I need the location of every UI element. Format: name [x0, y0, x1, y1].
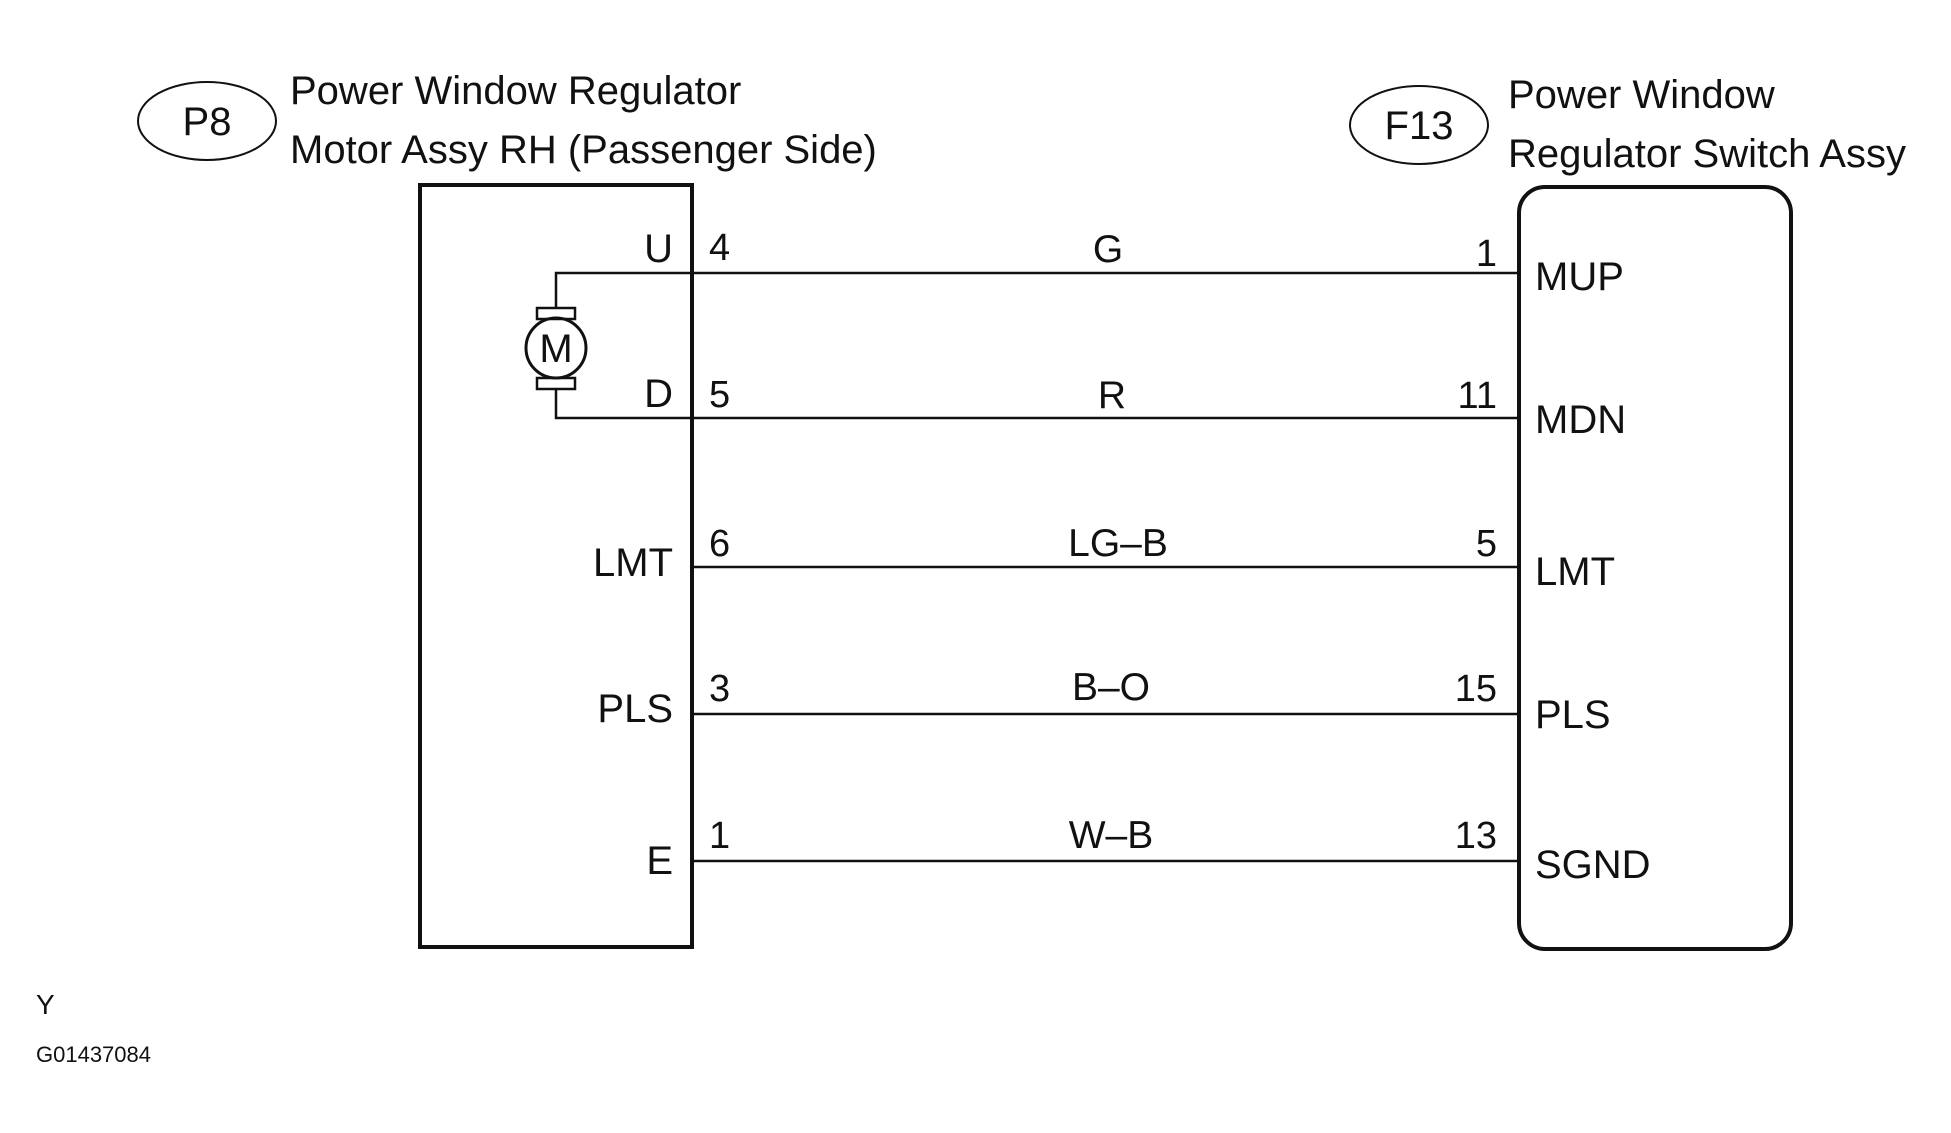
- wire-color-code: B–O: [1072, 666, 1150, 709]
- right-connector-id: F13: [1385, 104, 1454, 148]
- right-pin-number: 13: [1455, 815, 1497, 857]
- left-connector-badge: [137, 81, 277, 161]
- right-terminal-label: LMT: [1535, 550, 1615, 594]
- left-terminal-label: PLS: [597, 687, 673, 731]
- motor-brush-bottom: [535, 376, 577, 391]
- left-component-title-line1: Power Window Regulator: [290, 69, 741, 113]
- wire-color-code: LG–B: [1068, 522, 1168, 565]
- right-connector-badge: [1349, 85, 1489, 165]
- right-terminal-label: MDN: [1535, 398, 1626, 442]
- figure-code: G01437084: [36, 1042, 151, 1067]
- right-component-header: F13 Power Window Regulator Switch Assy: [1349, 73, 1906, 176]
- wire-color-code: W–B: [1069, 814, 1154, 857]
- wire-row-mup: U 4 G 1 MUP: [644, 227, 1624, 299]
- wire-row-pls: PLS 3 B–O 15 PLS: [597, 666, 1610, 737]
- left-pin-number: 4: [709, 227, 730, 269]
- left-pin-number: 6: [709, 523, 730, 565]
- motor-lead-down: [554, 389, 692, 420]
- right-terminal-label: PLS: [1535, 693, 1611, 737]
- wire-row-sgnd: E 1 W–B 13 SGND: [646, 814, 1650, 887]
- left-terminal-label: U: [644, 227, 673, 271]
- left-terminal-label: LMT: [593, 541, 673, 585]
- right-pin-number: 15: [1455, 668, 1497, 710]
- right-pin-number: 11: [1458, 375, 1497, 417]
- right-pin-number: 5: [1476, 523, 1497, 565]
- footer-marker: Y: [36, 989, 55, 1020]
- left-pin-number: 5: [709, 374, 730, 416]
- right-component-title-line2: Regulator Switch Assy: [1508, 132, 1906, 176]
- wire-color-code: G: [1093, 228, 1123, 271]
- right-component-title-line1: Power Window: [1508, 73, 1775, 117]
- motor-icon: [524, 316, 588, 380]
- motor-lead-up: [554, 271, 692, 308]
- left-pin-number: 3: [709, 668, 730, 710]
- right-terminal-label: SGND: [1535, 843, 1651, 887]
- left-connector-id: P8: [183, 100, 232, 144]
- right-terminal-label: MUP: [1535, 255, 1624, 299]
- motor-label: M: [539, 327, 572, 371]
- left-terminal-label: E: [646, 839, 673, 883]
- wire-color-code: R: [1098, 374, 1126, 417]
- wire-row-lmt: LMT 6 LG–B 5 LMT: [593, 522, 1615, 594]
- left-terminal-label: D: [644, 372, 673, 416]
- left-pin-number: 1: [709, 815, 730, 857]
- left-component-title-line2: Motor Assy RH (Passenger Side): [290, 128, 877, 172]
- motor-symbol-group: M: [524, 271, 692, 420]
- left-component-header: P8 Power Window Regulator Motor Assy RH …: [137, 69, 877, 172]
- right-pin-number: 1: [1476, 233, 1497, 275]
- wire-row-mdn: D 5 R 11 MDN: [644, 372, 1626, 442]
